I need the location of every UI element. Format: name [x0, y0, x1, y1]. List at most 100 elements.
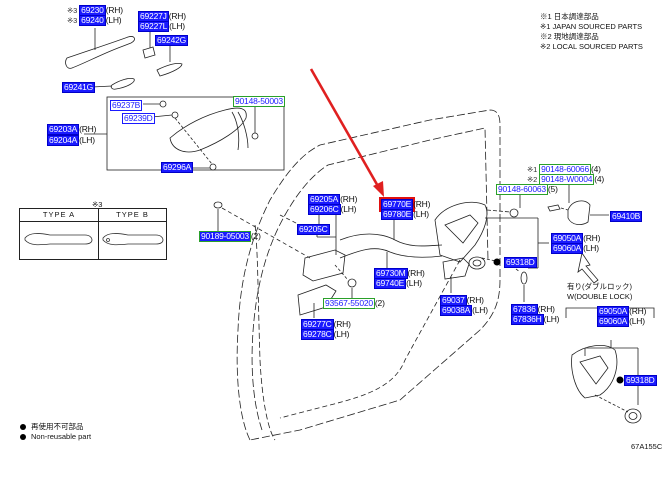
- part-code-link[interactable]: 69296A: [161, 162, 194, 173]
- washer-drawing: [468, 256, 486, 270]
- part-code-link[interactable]: 69780E: [381, 209, 414, 220]
- part-code-link[interactable]: 90189-05003: [199, 231, 251, 242]
- part-code-link[interactable]: 69242G: [155, 35, 189, 46]
- part-code-link[interactable]: 90148-60063: [496, 184, 548, 195]
- handle-cable-drawing: [339, 248, 443, 259]
- part-label-69204A: 69204A(LH): [47, 135, 95, 146]
- part-code-link[interactable]: 69060A: [597, 316, 630, 327]
- red-pointer-arrow: [309, 68, 384, 197]
- bullet-dot-icon: [20, 424, 26, 431]
- door-outline: [236, 109, 501, 441]
- part-code-link[interactable]: 69240: [79, 15, 106, 26]
- part-label-69206C: 69206C(LH): [308, 204, 357, 215]
- part-code-link[interactable]: 69318D: [624, 375, 657, 386]
- part-code-link[interactable]: 69278C: [301, 329, 334, 340]
- part-prefix: ※3: [67, 6, 78, 15]
- part-suffix: (RH): [537, 304, 555, 314]
- handle-insert-drawing: [110, 77, 135, 90]
- part-code-link[interactable]: 90148-50003: [233, 96, 285, 107]
- part-suffix: (RH): [340, 194, 358, 204]
- lock-cover-drawing: [442, 257, 470, 280]
- part-suffix: (LH): [472, 305, 488, 315]
- part-code-link[interactable]: 69203A: [47, 124, 80, 135]
- note-line: ※2 現地調達部品: [540, 32, 599, 41]
- part-label-67836H: 67836H(LH): [511, 314, 560, 325]
- part-label-69203A: 69203A(RH): [47, 124, 96, 135]
- legend-jp-text: 再使用不可部品: [31, 422, 84, 431]
- part-suffix: (RH): [466, 295, 484, 305]
- part-suffix: (LH): [340, 204, 357, 214]
- striker-drawing: [567, 200, 591, 226]
- double-lock-label-en: W(DOUBLE LOCK): [567, 292, 633, 301]
- type-box-mark: ※3: [92, 200, 103, 209]
- part-suffix: (RH): [583, 233, 601, 243]
- part-suffix: (LH): [629, 316, 645, 326]
- part-suffix: (RH): [168, 11, 186, 21]
- lock-cable-drawing: [339, 233, 443, 247]
- note-line: ※2 LOCAL SOURCED PARTS: [540, 42, 643, 51]
- part-prefix: ※3: [67, 16, 78, 25]
- part-suffix: (RH): [79, 124, 97, 134]
- handle-type-b-drawing: [102, 233, 164, 246]
- part-suffix: (LH): [333, 329, 350, 339]
- part-label-90148-50003: 90148-50003: [233, 96, 285, 107]
- part-label-69060A-double-lock: 69060A(LH): [597, 316, 645, 327]
- type-a-header: TYPE A: [20, 209, 98, 222]
- note-line: ※1 日本調達部品: [540, 12, 599, 21]
- door-lock-drawing: [434, 201, 488, 263]
- part-code-link[interactable]: 69038A: [440, 305, 473, 316]
- handle-frame-drawing: [169, 107, 247, 153]
- part-code-link[interactable]: 67836H: [511, 314, 544, 325]
- non-reusable-dot: [616, 376, 624, 384]
- part-suffix: (LH): [406, 278, 422, 288]
- handle-cover-drawing: [156, 62, 183, 77]
- part-suffix: (5): [547, 184, 558, 194]
- part-label-93567-55020: 93567-55020(2): [323, 298, 385, 309]
- inner-handle-drawing: [302, 249, 346, 282]
- part-suffix: (2): [374, 298, 385, 308]
- part-label-69410B: 69410B: [610, 211, 643, 222]
- handle-type-box: TYPE A TYPE B: [19, 208, 167, 260]
- double-lock-label-jp: 有り(ダブルロック): [567, 282, 632, 291]
- part-label-69318D: 69318D: [504, 257, 537, 268]
- part-code-link[interactable]: 69740E: [374, 278, 407, 289]
- part-label-69780E: 69780E(LH): [381, 209, 429, 220]
- double-lock-arrow: [577, 251, 599, 284]
- part-code-link[interactable]: 69237B: [110, 100, 143, 111]
- part-suffix: (RH): [105, 5, 123, 15]
- part-suffix: (LH): [413, 209, 429, 219]
- double-lock-washer: [624, 408, 642, 424]
- note-line: ※1 JAPAN SOURCED PARTS: [540, 22, 643, 31]
- sourcing-notes: ※1 日本調達部品 ※1 JAPAN SOURCED PARTS ※2 現地調達…: [540, 12, 643, 52]
- type-box-divider: [98, 209, 99, 259]
- part-label-69060A: 69060A(LH): [551, 243, 599, 254]
- part-code-link[interactable]: 69241G: [62, 82, 96, 93]
- part-code-link[interactable]: 69410B: [610, 211, 643, 222]
- part-label-69740E: 69740E(LH): [374, 278, 422, 289]
- handle-cap-drawing: [142, 46, 156, 59]
- part-suffix: (2): [250, 231, 261, 241]
- part-code-link[interactable]: 69060A: [551, 243, 584, 254]
- legend: 再使用不可部品 Non-reusable part: [20, 422, 91, 442]
- part-code-link[interactable]: 69206C: [308, 204, 341, 215]
- part-label-69239D: 69239D: [122, 113, 155, 124]
- outside-handle-drawing: [65, 36, 135, 69]
- part-suffix: (LH): [583, 243, 599, 253]
- part-label-69227L: 69227L(LH): [138, 21, 185, 32]
- part-code-link[interactable]: 69239D: [122, 113, 155, 124]
- part-code-link[interactable]: 93567-55020: [323, 298, 375, 309]
- legend-item-en: Non-reusable part: [20, 432, 91, 442]
- part-code-link[interactable]: 69204A: [47, 135, 80, 146]
- part-label-69318D-double-lock: 69318D: [624, 375, 657, 386]
- part-suffix: (LH): [105, 15, 122, 25]
- part-code-link[interactable]: 90148-W0004: [539, 174, 595, 185]
- part-code-link[interactable]: 69205C: [297, 224, 330, 235]
- part-suffix: (RH): [333, 319, 351, 329]
- part-code-link[interactable]: 69227L: [138, 21, 170, 32]
- part-code-link[interactable]: 69318D: [504, 257, 537, 268]
- part-label-90189-05003: 90189-05003(2): [199, 231, 261, 242]
- part-prefix: ※2: [527, 175, 538, 184]
